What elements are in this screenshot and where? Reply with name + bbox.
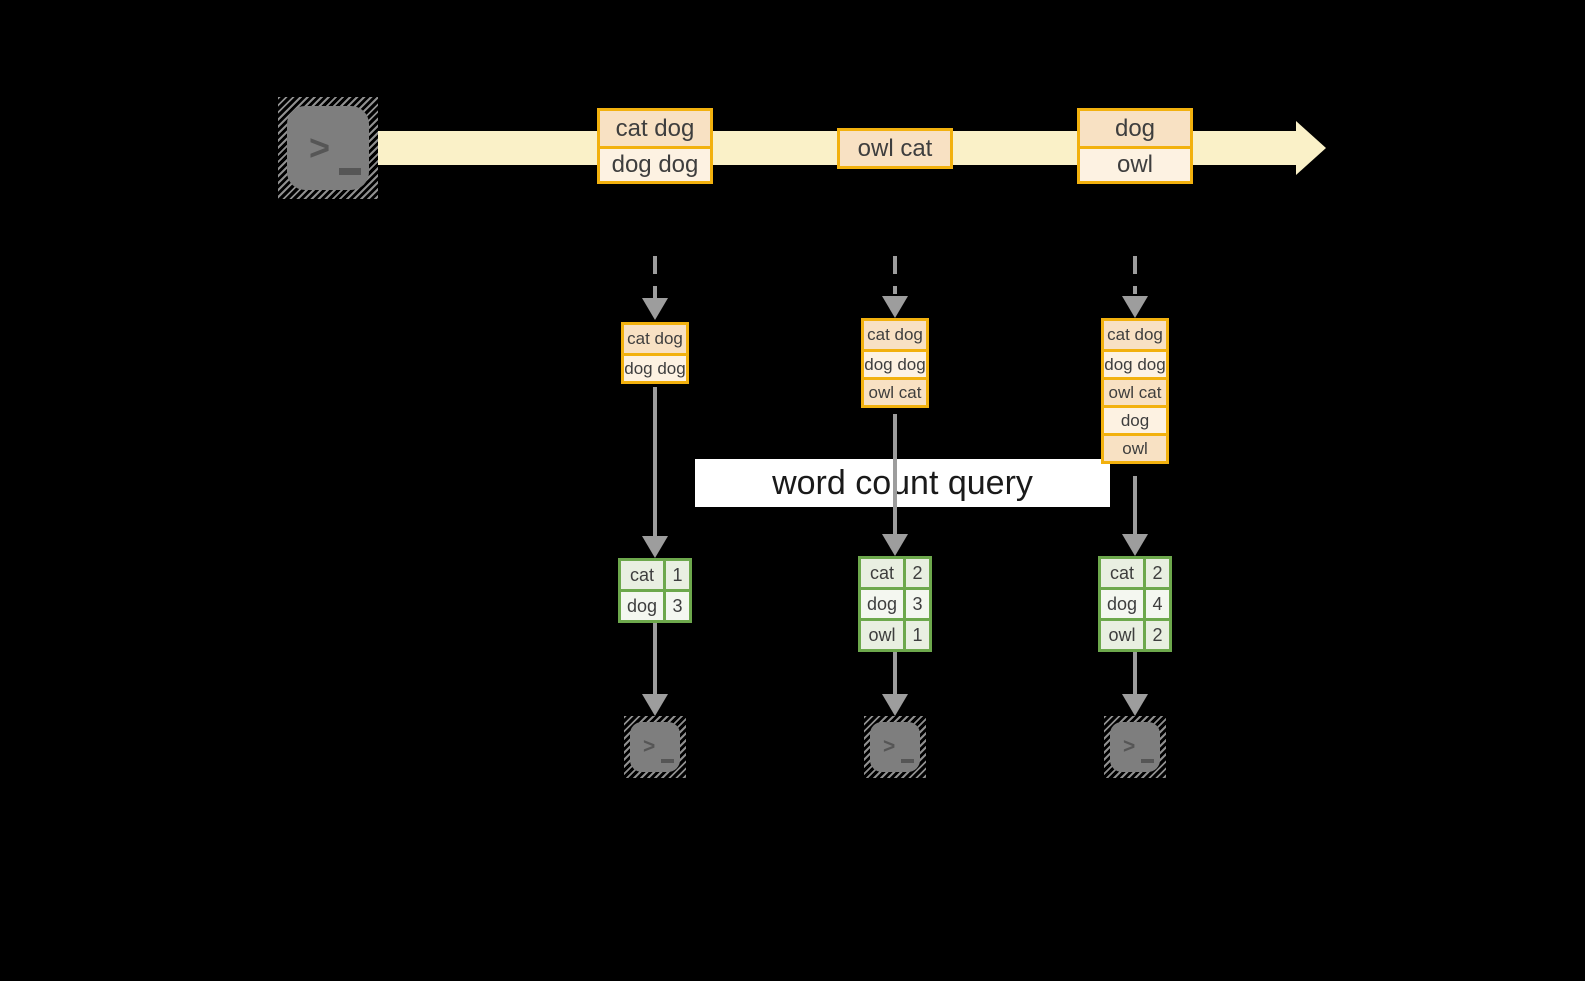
state-line: dog dog [1104, 349, 1166, 377]
state-line: dog [1104, 405, 1166, 433]
prompt-chevron-icon: > [1123, 735, 1136, 758]
state-buffer-box: cat dog dog dog owl cat dog owl [1101, 318, 1169, 464]
batch-line: dog [1080, 111, 1190, 146]
count-value-cell: 4 [1146, 590, 1169, 618]
down-arrowhead-icon [642, 536, 668, 558]
state-line: dog dog [624, 353, 686, 381]
state-buffer-box: cat dog dog dog [621, 322, 689, 384]
state-line: cat dog [864, 321, 926, 349]
state-line: cat dog [624, 325, 686, 353]
count-word-cell: owl [861, 621, 903, 649]
count-word-cell: dog [621, 592, 663, 620]
down-arrowhead-icon [1122, 296, 1148, 318]
word-count-query-label: word count query [695, 459, 1110, 507]
down-arrowhead-icon [1122, 534, 1148, 556]
batch-to-state-arrow [1133, 256, 1137, 294]
stream-batch-box: owl cat [837, 128, 953, 169]
count-word-cell: cat [861, 559, 903, 587]
batch-line: owl cat [840, 131, 950, 166]
count-word-cell: dog [1101, 590, 1143, 618]
count-value-cell: 2 [1146, 559, 1169, 587]
terminal-icon: > [624, 716, 686, 778]
prompt-underscore-icon [901, 759, 914, 763]
result-to-sink-arrow [653, 623, 657, 694]
state-to-result-arrow [893, 414, 897, 534]
count-value-cell: 3 [666, 592, 689, 620]
count-value-cell: 2 [906, 559, 929, 587]
state-to-result-arrow [653, 387, 657, 536]
prompt-underscore-icon [661, 759, 674, 763]
prompt-chevron-icon: > [309, 127, 331, 168]
batch-to-state-arrow [653, 256, 657, 298]
stream-batch-box: cat dog dog dog [597, 108, 713, 184]
down-arrowhead-icon [1122, 694, 1148, 716]
count-value-cell: 1 [666, 561, 689, 589]
count-value-cell: 2 [1146, 621, 1169, 649]
terminal-icon: > [864, 716, 926, 778]
terminal-screen: > [1110, 722, 1160, 772]
stream-batch-box: dog owl [1077, 108, 1193, 184]
down-arrowhead-icon [882, 694, 908, 716]
batch-line: owl [1080, 146, 1190, 181]
state-buffer-box: cat dog dog dog owl cat [861, 318, 929, 408]
prompt-chevron-icon: > [883, 735, 896, 758]
terminal-screen: > [630, 722, 680, 772]
count-value-cell: 3 [906, 590, 929, 618]
word-count-table: cat 2 dog 4 owl 2 [1098, 556, 1172, 652]
result-to-sink-arrow [1133, 652, 1137, 694]
down-arrowhead-icon [642, 298, 668, 320]
terminal-screen: > [870, 722, 920, 772]
prompt-chevron-icon: > [643, 735, 656, 758]
terminal-icon: > [1104, 716, 1166, 778]
state-line: owl cat [1104, 377, 1166, 405]
count-word-cell: dog [861, 590, 903, 618]
batch-to-state-arrow [893, 256, 897, 294]
prompt-underscore-icon [339, 168, 361, 175]
state-line: owl [1104, 433, 1166, 461]
down-arrowhead-icon [882, 296, 908, 318]
batch-line: dog dog [600, 146, 710, 181]
state-line: dog dog [864, 349, 926, 377]
result-to-sink-arrow [893, 652, 897, 694]
down-arrowhead-icon [882, 534, 908, 556]
count-value-cell: 1 [906, 621, 929, 649]
right-arrowhead-icon [1296, 121, 1326, 175]
state-line: owl cat [864, 377, 926, 405]
prompt-underscore-icon [1141, 759, 1154, 763]
word-count-table: cat 1 dog 3 [618, 558, 692, 623]
terminal-icon: > [278, 97, 378, 199]
state-to-result-arrow [1133, 476, 1137, 534]
batch-line: cat dog [600, 111, 710, 146]
count-word-cell: cat [1101, 559, 1143, 587]
word-count-table: cat 2 dog 3 owl 1 [858, 556, 932, 652]
count-word-cell: cat [621, 561, 663, 589]
terminal-screen: > [287, 106, 369, 190]
count-word-cell: owl [1101, 621, 1143, 649]
down-arrowhead-icon [642, 694, 668, 716]
state-line: cat dog [1104, 321, 1166, 349]
